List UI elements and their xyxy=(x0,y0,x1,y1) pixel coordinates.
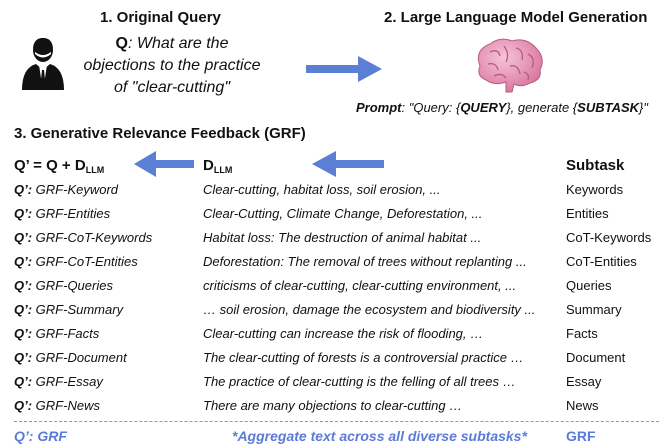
query-line-1: : What are the xyxy=(127,35,229,52)
arrow-right-icon xyxy=(306,56,382,82)
prompt-text-mid: }, generate { xyxy=(506,100,578,115)
step2-title: 2. Large Language Model Generation xyxy=(384,9,648,26)
table-row-subtask: News xyxy=(566,398,599,413)
row-prefix: Q’: xyxy=(14,398,33,413)
table-row-subtask: Queries xyxy=(566,278,612,293)
table-row-generated-text: The practice of clear-cutting is the fel… xyxy=(203,374,516,389)
table-row-method: Q’: GRF-Document xyxy=(14,350,127,365)
table-row-generated-text: Habitat loss: The destruction of animal … xyxy=(203,230,482,245)
prompt-query-placeholder: QUERY xyxy=(460,100,507,115)
row-prefix: Q’: xyxy=(14,278,33,293)
row-method-name: GRF-Summary xyxy=(32,302,124,317)
dllm-main: D xyxy=(203,157,214,174)
table-row-subtask: Essay xyxy=(566,374,602,389)
table-row-generated-text: Deforestation: The removal of trees with… xyxy=(203,254,527,269)
column-header-qprime: Q’ = Q + DLLM xyxy=(14,157,105,175)
column-header-subtask: Subtask xyxy=(566,157,625,174)
user-with-tie-icon xyxy=(22,38,64,90)
divider-dashed xyxy=(14,421,659,422)
arrow-left-icon xyxy=(134,151,194,177)
prompt-text-post: }" xyxy=(639,100,648,115)
table-row-generated-text: Clear-cutting, habitat loss, soil erosio… xyxy=(203,182,441,197)
final-row-task: GRF xyxy=(566,428,596,444)
table-row-subtask: CoT-Keywords xyxy=(566,230,652,245)
table-row-method: Q’: GRF-Entities xyxy=(14,206,110,221)
table-row-subtask: CoT-Entities xyxy=(566,254,637,269)
table-row-subtask: Summary xyxy=(566,302,622,317)
row-prefix: Q’: xyxy=(14,230,33,245)
row-method-name: GRF-Keyword xyxy=(32,182,119,197)
row-method-name: GRF-News xyxy=(32,398,100,413)
row-method-name: GRF-Entities xyxy=(32,206,111,221)
row-prefix: Q’: xyxy=(14,206,33,221)
table-row-generated-text: There are many objections to clear-cutti… xyxy=(203,398,463,413)
final-row-text: *Aggregate text across all diverse subta… xyxy=(232,428,527,444)
table-row-generated-text: criticisms of clear-cutting, clear-cutti… xyxy=(203,278,517,293)
query-line-3: of "clear-cutting" xyxy=(113,79,230,96)
column-header-dllm: DLLM xyxy=(203,157,233,175)
dllm-sub: LLM xyxy=(213,165,233,175)
table-row-method: Q’: GRF-Essay xyxy=(14,374,103,389)
table-row-method: Q’: GRF-Summary xyxy=(14,302,123,317)
step3-title: 3. Generative Relevance Feedback (GRF) xyxy=(14,125,306,142)
row-method-name: GRF-Queries xyxy=(32,278,113,293)
row-prefix: Q’: xyxy=(14,254,33,269)
prompt-label: Prompt xyxy=(356,100,402,115)
prompt-text-pre: : "Query: { xyxy=(401,100,461,115)
row-method-name: GRF-CoT-Entities xyxy=(32,254,138,269)
query-label: Q xyxy=(115,35,128,52)
table-row-method: Q’: GRF-Keyword xyxy=(14,182,118,197)
table-row-subtask: Entities xyxy=(566,206,609,221)
table-row-generated-text: Clear-cutting can increase the risk of f… xyxy=(203,326,484,341)
query-line-2: objections to the practice xyxy=(83,57,261,74)
table-row-subtask: Facts xyxy=(566,326,598,341)
table-row-method: Q’: GRF-Facts xyxy=(14,326,99,341)
table-row-method: Q’: GRF-Queries xyxy=(14,278,113,293)
row-method-name: GRF-Facts xyxy=(32,326,100,341)
table-row-subtask: Document xyxy=(566,350,626,365)
step1-title: 1. Original Query xyxy=(100,9,221,26)
row-method-name: GRF-CoT-Keywords xyxy=(32,230,153,245)
original-query: Q: What are the objections to the practi… xyxy=(62,33,282,99)
row-method-name: GRF-Essay xyxy=(32,374,103,389)
table-row-method: Q’: GRF-News xyxy=(14,398,100,413)
row-prefix: Q’: xyxy=(14,326,33,341)
arrow-left-icon xyxy=(312,151,384,177)
prompt-template: Prompt: "Query: {QUERY}, generate {SUBTA… xyxy=(356,100,648,115)
row-prefix: Q’: xyxy=(14,182,33,197)
row-prefix: Q’: xyxy=(14,350,33,365)
row-method-name: GRF-Document xyxy=(32,350,127,365)
table-row-generated-text: … soil erosion, damage the ecosystem and… xyxy=(203,302,536,317)
table-row-method: Q’: GRF-CoT-Keywords xyxy=(14,230,152,245)
table-row-subtask: Keywords xyxy=(566,182,624,197)
final-row-label: Q’: GRF xyxy=(14,428,67,444)
row-prefix: Q’: xyxy=(14,374,33,389)
row-prefix: Q’: xyxy=(14,302,33,317)
brain-icon xyxy=(477,38,543,93)
table-row-generated-text: Clear-Cutting, Climate Change, Deforesta… xyxy=(203,206,483,221)
table-row-method: Q’: GRF-CoT-Entities xyxy=(14,254,138,269)
qprime-main: Q’ = Q + D xyxy=(14,157,86,174)
prompt-subtask-placeholder: SUBTASK xyxy=(577,100,640,115)
table-row-generated-text: The clear-cutting of forests is a contro… xyxy=(203,350,524,365)
qprime-sub: LLM xyxy=(85,165,105,175)
